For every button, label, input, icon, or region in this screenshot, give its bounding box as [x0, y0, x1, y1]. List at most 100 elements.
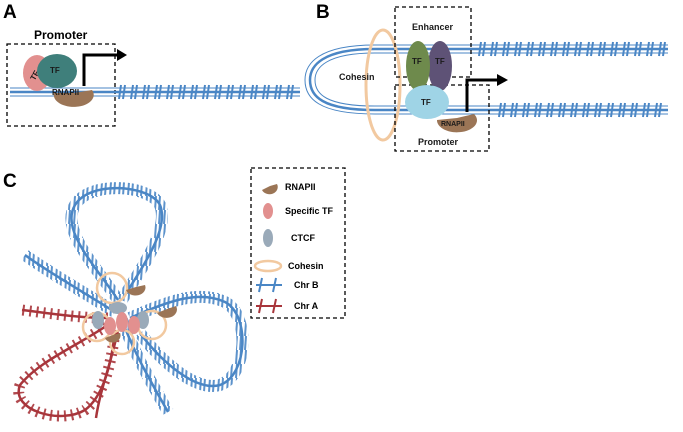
- promoter-title-b: Promoter: [418, 137, 459, 147]
- dna-rung: [586, 102, 590, 118]
- dna-rung: [650, 41, 654, 57]
- dna-rung: [542, 41, 546, 57]
- dna-rung: [602, 41, 606, 57]
- dna-rung: [202, 84, 206, 100]
- enhancer-title: Enhancer: [412, 22, 454, 32]
- ctcf-shape-1: [92, 311, 104, 329]
- specific-tf-icon: [263, 203, 273, 219]
- dna-rung: [206, 84, 210, 100]
- dna-rung: [250, 84, 254, 100]
- dna-rung: [134, 84, 138, 100]
- dna-rung: [642, 102, 646, 118]
- dna-rung: [178, 84, 182, 100]
- dna-rung: [506, 41, 510, 57]
- dna-rung: [626, 41, 630, 57]
- dna-rung: [562, 102, 566, 118]
- dna-rung: [638, 41, 642, 57]
- legend-rnapii-label: RNAPII: [285, 182, 316, 192]
- dna-rung: [534, 102, 538, 118]
- rnapii-c-shape-3: [105, 333, 121, 343]
- dna-rung: [278, 84, 282, 100]
- dna-rung: [166, 84, 170, 100]
- dna-rung: [606, 102, 610, 118]
- specific-tf-shape-1: [104, 317, 116, 335]
- legend-specific-tf-label: Specific TF: [285, 206, 334, 216]
- dna-rung: [654, 102, 658, 118]
- dna-rung: [514, 41, 518, 57]
- specific-tf-shape-2: [116, 312, 128, 332]
- rnapii-b-shape: [436, 114, 477, 133]
- dna-strand-a: [10, 84, 300, 100]
- dna-rung: [130, 84, 134, 100]
- dna-rung: [630, 102, 634, 118]
- panel-a: A Promoter TF TF RNAPII: [3, 2, 300, 127]
- chr-b-icon: [256, 277, 282, 293]
- dna-rung: [574, 41, 578, 57]
- dna-rung: [478, 41, 482, 57]
- dna-rung: [290, 84, 294, 100]
- tf-green-shape: [406, 41, 430, 91]
- panel-a-label: A: [3, 2, 17, 23]
- ctcf-shape-2: [109, 302, 127, 314]
- dna-rung: [646, 102, 650, 118]
- dna-rung: [598, 102, 602, 118]
- dna-rung: [518, 41, 522, 57]
- dna-rung: [550, 41, 554, 57]
- dna-rung: [510, 102, 514, 118]
- dna-rung: [146, 84, 150, 100]
- rnapii-c-shape-2: [157, 306, 177, 318]
- cohesin-label: Cohesin: [339, 72, 375, 82]
- tss-arrow-b: [465, 74, 508, 112]
- dna-rung: [522, 102, 526, 118]
- dna-rung: [662, 41, 666, 57]
- dna-rung: [590, 41, 594, 57]
- tf-purple-label: TF: [435, 57, 445, 66]
- dna-rung: [570, 102, 574, 118]
- chr-a-icon: [256, 298, 282, 314]
- dna-rung: [502, 102, 506, 118]
- dna-rung: [122, 84, 126, 100]
- dna-rung: [490, 41, 494, 57]
- dna-rung: [286, 84, 290, 100]
- dna-rung: [618, 102, 622, 118]
- dna-rung: [182, 84, 186, 100]
- cohesin-icon: [253, 259, 283, 273]
- dna-rung: [578, 41, 582, 57]
- panel-b-label: B: [316, 2, 330, 23]
- dna-rung: [658, 41, 662, 57]
- dna-rung: [482, 41, 486, 57]
- dna-rung: [610, 41, 614, 57]
- dna-rung: [238, 84, 242, 100]
- tf-teal-shape: [37, 54, 77, 88]
- dna-rung: [190, 84, 194, 100]
- dna-rung: [158, 84, 162, 100]
- dna-rung: [526, 41, 530, 57]
- dna-rung: [274, 84, 278, 100]
- rnapii-a-label: RNAPII: [52, 88, 79, 97]
- dna-rung: [514, 102, 518, 118]
- dna-rung: [142, 84, 146, 100]
- dna-rung: [562, 41, 566, 57]
- tf-teal-label: TF: [50, 66, 60, 75]
- promoter-box-b: [394, 84, 490, 152]
- dna-rung: [154, 84, 158, 100]
- tf-lightblue-shape: [405, 85, 449, 119]
- tf-purple-shape: [428, 41, 452, 91]
- dna-rung: [254, 84, 258, 100]
- rnapii-b-label: RNAPII: [441, 121, 465, 128]
- dna-rung: [566, 41, 570, 57]
- dna-rung: [622, 102, 626, 118]
- dna-rung: [526, 102, 530, 118]
- legend: RNAPII Specific TF CTCF Cohesin Chr B Ch…: [250, 167, 346, 319]
- dna-rung: [502, 41, 506, 57]
- promoter-box: [6, 43, 116, 127]
- dna-rung: [622, 41, 626, 57]
- dna-rung: [646, 41, 650, 57]
- panel-c: C: [3, 171, 249, 422]
- legend-chr-b-label: Chr B: [294, 280, 319, 290]
- dna-rung: [634, 102, 638, 118]
- tf-lightblue-label: TF: [421, 98, 431, 107]
- dna-rung: [546, 102, 550, 118]
- dna-rung: [658, 102, 662, 118]
- dna-loop-b: [304, 41, 668, 118]
